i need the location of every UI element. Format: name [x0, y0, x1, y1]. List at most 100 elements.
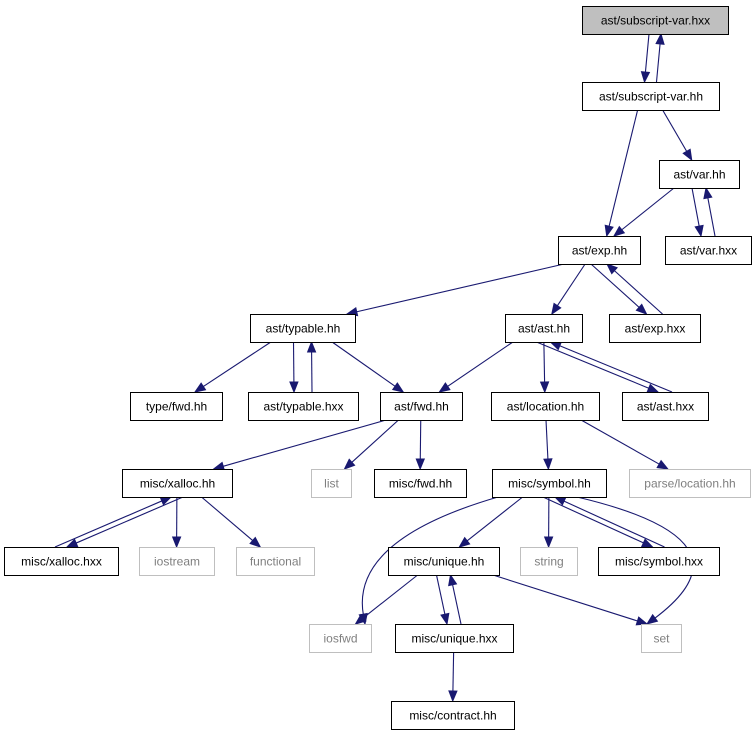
- node-xalloc-hxx[interactable]: misc/xalloc.hxx: [4, 547, 119, 576]
- node-label: list: [324, 477, 339, 491]
- edge-symbol-hh-to-symbol-hxx: [542, 496, 654, 548]
- node-box: [309, 624, 372, 653]
- node-functional: functional: [236, 547, 315, 576]
- node-label: ast/typable.hh: [266, 322, 341, 336]
- node-label: functional: [250, 555, 301, 569]
- node-box: [622, 392, 709, 421]
- node-iosfwd: iosfwd: [309, 624, 372, 653]
- node-location-hh[interactable]: ast/location.hh: [491, 392, 600, 421]
- node-iostream: iostream: [139, 547, 215, 576]
- node-box: [395, 624, 514, 653]
- edge-var-hh-to-var-hxx: [691, 187, 704, 238]
- edge-exp-hh-to-ast-hh: [551, 263, 586, 316]
- node-typable-hh[interactable]: ast/typable.hh: [250, 314, 356, 343]
- edge-unique-hh-to-unique-hxx: [435, 574, 450, 626]
- node-ast-fwd-hh[interactable]: ast/fwd.hh: [380, 392, 463, 421]
- node-ast-hh[interactable]: ast/ast.hh: [505, 314, 583, 343]
- node-unique-hxx[interactable]: misc/unique.hxx: [395, 624, 514, 653]
- node-exp-hxx[interactable]: ast/exp.hxx: [609, 314, 701, 343]
- node-box: [130, 392, 223, 421]
- node-label: set: [653, 632, 670, 646]
- node-label: misc/xalloc.hh: [140, 477, 215, 491]
- node-misc-fwd-hh[interactable]: misc/fwd.hh: [374, 469, 467, 498]
- edge-xalloc-hh-to-xalloc-hxx: [65, 496, 184, 548]
- node-box: [665, 236, 752, 265]
- edge-subscript-var-hh-to-subscript-var-hxx: [655, 32, 665, 83]
- node-box: [598, 547, 720, 576]
- node-box: [250, 314, 356, 343]
- node-label: misc/symbol.hh: [508, 477, 591, 491]
- node-unique-hh[interactable]: misc/unique.hh: [388, 547, 500, 576]
- node-var-hh[interactable]: ast/var.hh: [659, 160, 740, 189]
- node-var-hxx[interactable]: ast/var.hxx: [665, 236, 752, 265]
- node-label: misc/symbol.hxx: [615, 555, 703, 569]
- node-typable-hxx[interactable]: ast/typable.hxx: [248, 392, 359, 421]
- edge-typable-hh-to-type-fwd-hh: [193, 341, 272, 393]
- node-box: [139, 547, 215, 576]
- edge-exp-hh-to-exp-hxx: [590, 263, 648, 315]
- node-box: [380, 392, 463, 421]
- node-label: parse/location.hh: [644, 477, 735, 491]
- node-label: ast/exp.hh: [572, 244, 627, 258]
- node-label: ast/typable.hxx: [263, 400, 343, 414]
- node-symbol-hh[interactable]: misc/symbol.hh: [492, 469, 607, 498]
- edge-xalloc-hxx-to-xalloc-hh: [54, 496, 173, 548]
- edge-ast-fwd-hh-to-list: [343, 419, 399, 470]
- edge-ast-fwd-hh-to-xalloc-hh: [212, 419, 387, 471]
- node-label: string: [534, 555, 563, 569]
- edge-subscript-var-hh-to-exp-hh: [604, 109, 639, 238]
- node-box: [492, 469, 607, 498]
- edge-unique-hxx-to-unique-hh: [448, 573, 462, 625]
- edge-ast-hh-to-location-hh: [539, 341, 550, 394]
- node-label: ast/exp.hxx: [625, 322, 686, 336]
- node-box: [388, 547, 500, 576]
- node-label: ast/subscript-var.hh: [599, 90, 703, 104]
- node-box: [505, 314, 583, 343]
- node-label: ast/ast.hh: [518, 322, 570, 336]
- edge-unique-hxx-to-contract-hh: [448, 651, 458, 703]
- edge-var-hxx-to-var-hh: [703, 186, 716, 237]
- node-subscript-var-hxx[interactable]: ast/subscript-var.hxx: [582, 6, 729, 35]
- node-xalloc-hh[interactable]: misc/xalloc.hh: [122, 469, 233, 498]
- edge-subscript-var-hh-to-var-hh: [662, 109, 693, 162]
- node-exp-hh[interactable]: ast/exp.hh: [558, 236, 641, 265]
- node-label: ast/var.hxx: [680, 244, 737, 258]
- node-label: iostream: [154, 555, 200, 569]
- edges-layer: [54, 32, 716, 703]
- node-box: [311, 469, 352, 498]
- edge-location-hh-to-symbol-hh: [543, 419, 553, 471]
- node-label: misc/contract.hh: [409, 709, 496, 723]
- node-box: [248, 392, 359, 421]
- edge-ast-fwd-hh-to-misc-fwd-hh: [415, 419, 426, 471]
- node-symbol-hxx[interactable]: misc/symbol.hxx: [598, 547, 720, 576]
- node-set: set: [641, 624, 682, 653]
- node-box: [520, 547, 578, 576]
- edge-var-hh-to-exp-hh: [612, 187, 675, 237]
- node-parse-location-hh: parse/location.hh: [629, 469, 751, 498]
- node-box: [629, 469, 751, 498]
- node-label: ast/subscript-var.hxx: [601, 14, 710, 28]
- node-label: ast/location.hh: [507, 400, 584, 414]
- node-label: type/fwd.hh: [146, 400, 207, 414]
- nodes-layer: ast/subscript-var.hxx ast/subscript-var.h…: [4, 6, 752, 730]
- node-box: [659, 160, 740, 189]
- node-ast-hxx[interactable]: ast/ast.hxx: [622, 392, 709, 421]
- node-contract-hh[interactable]: misc/contract.hh: [391, 701, 515, 730]
- node-label: ast/ast.hxx: [637, 400, 694, 414]
- edge-unique-hh-to-set: [492, 574, 649, 626]
- node-label: misc/fwd.hh: [389, 477, 452, 491]
- node-box: [122, 469, 233, 498]
- node-label: iosfwd: [323, 632, 357, 646]
- node-box: [609, 314, 701, 343]
- edge-symbol-hh-to-string: [543, 496, 554, 549]
- edge-xalloc-hh-to-functional: [201, 496, 262, 548]
- edge-symbol-hh-to-unique-hh: [458, 496, 523, 548]
- node-box: [236, 547, 315, 576]
- node-subscript-var-hh[interactable]: ast/subscript-var.hh: [582, 82, 720, 111]
- node-box: [582, 6, 729, 35]
- edge-ast-hh-to-ast-hxx: [536, 341, 660, 393]
- node-type-fwd-hh[interactable]: type/fwd.hh: [130, 392, 223, 421]
- node-string: string: [520, 547, 578, 576]
- node-label: misc/unique.hxx: [411, 632, 497, 646]
- node-box: [641, 624, 682, 653]
